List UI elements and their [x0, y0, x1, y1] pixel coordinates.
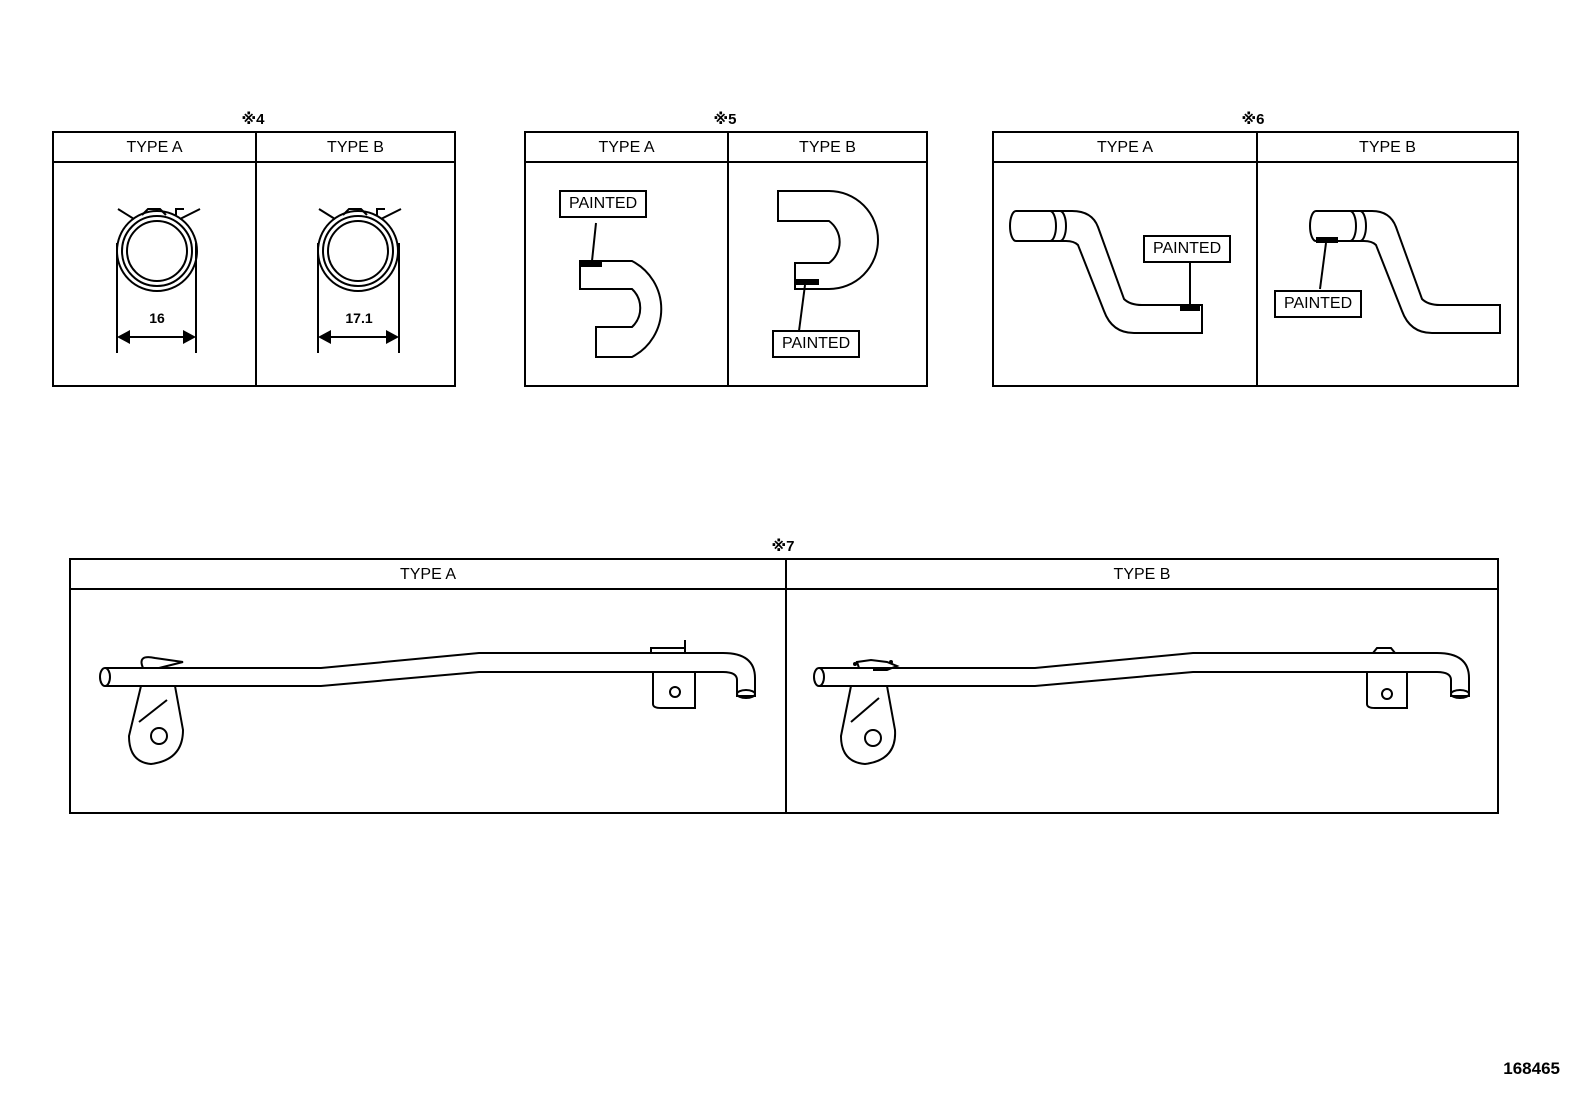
group-5-mark: ※5 — [713, 111, 737, 128]
dimension-label: 17.1 — [345, 310, 373, 326]
group-6-mark: ※6 — [1241, 111, 1265, 128]
group-7-type-a-label: TYPE A — [71, 560, 785, 590]
group-4-type-a-label: TYPE A — [54, 133, 255, 163]
group-7-mark: ※7 — [771, 538, 795, 555]
group-5-type-b-label: TYPE B — [729, 133, 926, 163]
group-7-type-b-label: TYPE B — [787, 560, 1497, 590]
pipe-assembly-icon — [813, 647, 1470, 766]
figure-id: 168465 — [1503, 1059, 1560, 1078]
painted-callout: PAINTED — [772, 330, 861, 358]
pipe-assembly-icon — [99, 640, 756, 766]
s-hose-icon — [1009, 210, 1203, 334]
hose-clamp-icon — [116, 208, 201, 353]
painted-callout: PAINTED — [1274, 290, 1363, 318]
group-6-panel: TYPE A PAINTED TYPE B PAINTED — [992, 131, 1519, 387]
group-5-type-b: TYPE B PAINTED — [727, 133, 926, 385]
group-4-panel: TYPE A 16 TYPE B — [52, 131, 456, 387]
group-4-mark: ※4 — [241, 111, 265, 128]
group-6-type-a: TYPE A PAINTED — [994, 133, 1256, 385]
dimension-label: 16 — [149, 310, 165, 326]
group-7-type-a: TYPE A — [71, 560, 785, 812]
hose-clamp-icon — [317, 208, 402, 353]
u-hose-icon — [579, 222, 663, 358]
group-4-type-b-label: TYPE B — [257, 133, 454, 163]
group-7-panel: TYPE A TYPE B — [69, 558, 1499, 814]
group-5-panel: TYPE A PAINTED TYPE B PAINTED — [524, 131, 928, 387]
group-5-type-a-label: TYPE A — [526, 133, 727, 163]
group-4-type-b: TYPE B 17.1 — [255, 133, 454, 385]
group-5-type-a: TYPE A PAINTED — [526, 133, 727, 385]
painted-callout: PAINTED — [1143, 235, 1232, 263]
group-6-type-b: TYPE B PAINTED — [1256, 133, 1517, 385]
group-7-type-b: TYPE B — [785, 560, 1497, 812]
u-hose-icon — [777, 190, 879, 332]
group-6-type-a-label: TYPE A — [994, 133, 1256, 163]
group-4-type-a: TYPE A 16 — [54, 133, 255, 385]
group-6-type-b-label: TYPE B — [1258, 133, 1517, 163]
s-hose-icon — [1309, 210, 1501, 334]
painted-callout: PAINTED — [559, 190, 648, 218]
